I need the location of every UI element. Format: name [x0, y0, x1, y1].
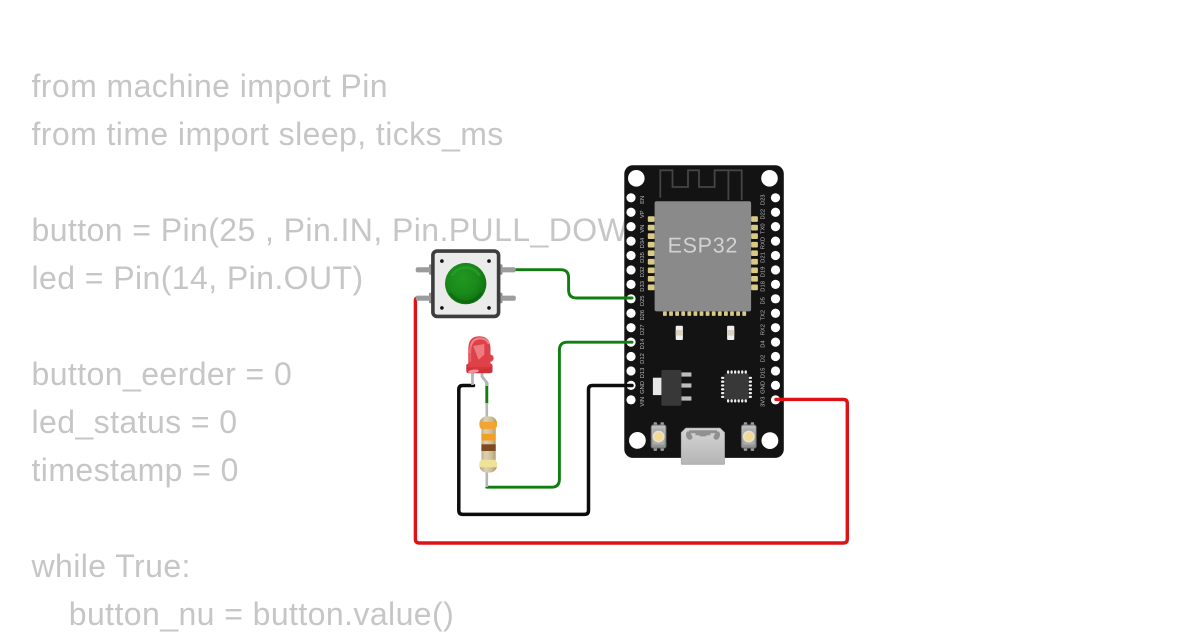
svg-text:D34: D34: [639, 237, 646, 248]
svg-text:D21: D21: [760, 252, 767, 263]
svg-text:ESP32: ESP32: [668, 234, 738, 258]
svg-text:GND: GND: [639, 381, 646, 394]
svg-text:D25: D25: [639, 295, 646, 306]
svg-text:GND: GND: [760, 381, 767, 394]
svg-text:D15: D15: [761, 368, 767, 379]
svg-text:VP: VP: [640, 210, 646, 218]
svg-text:EN: EN: [640, 196, 646, 204]
svg-text:TX2: TX2: [760, 310, 767, 321]
svg-text:VN: VN: [640, 225, 646, 233]
svg-text:D14: D14: [640, 338, 646, 349]
svg-text:D5: D5: [761, 297, 767, 304]
svg-text:D22: D22: [760, 209, 767, 220]
svg-text:D35: D35: [639, 252, 646, 263]
svg-text:D32: D32: [639, 267, 646, 278]
svg-text:D19: D19: [760, 267, 767, 278]
svg-text:RX2: RX2: [760, 324, 767, 335]
svg-text:D27: D27: [639, 324, 646, 335]
svg-text:RXD: RXD: [761, 237, 767, 249]
svg-text:D4: D4: [761, 340, 767, 348]
svg-text:D23: D23: [760, 194, 767, 205]
svg-text:VIN: VIN: [640, 397, 646, 407]
svg-text:D18: D18: [760, 281, 767, 292]
svg-text:D2: D2: [760, 355, 767, 362]
svg-text:D33: D33: [639, 281, 646, 292]
svg-text:3V3: 3V3: [760, 397, 767, 407]
svg-text:D12: D12: [639, 353, 646, 364]
svg-text:D13: D13: [639, 368, 646, 379]
svg-text:D26: D26: [639, 310, 646, 321]
svg-text:TX0: TX0: [760, 223, 767, 234]
